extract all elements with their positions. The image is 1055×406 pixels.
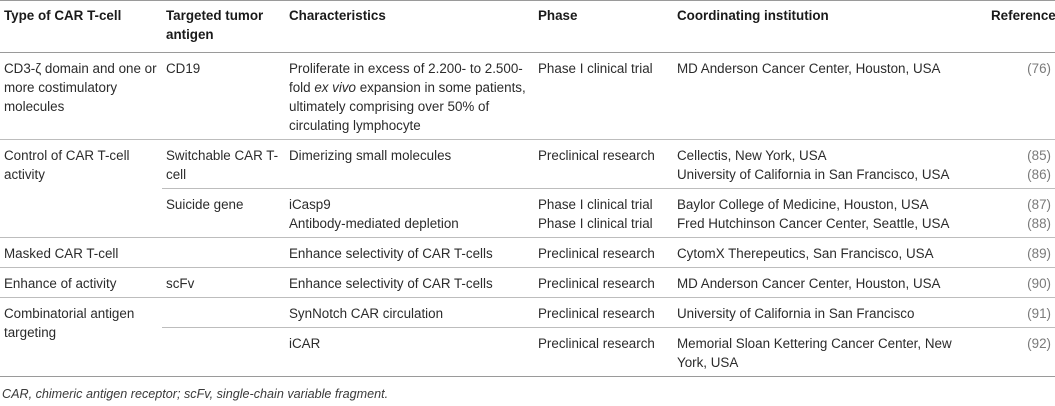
cell-institution: MD Anderson Cancer Center, Houston, USA: [673, 267, 987, 298]
institution-line: Cellectis, New York, USA: [677, 148, 827, 163]
cell-characteristics: Proliferate in excess of 2.200- to 2.500…: [285, 52, 534, 140]
reference-line: (87): [1027, 197, 1051, 212]
cell-antigen: [162, 327, 285, 377]
cell-phase: Phase I clinical trial: [534, 52, 673, 140]
cell-antigen: CD19: [162, 52, 285, 140]
cell-antigen: scFv: [162, 267, 285, 298]
header-institution: Coordinating institution: [673, 0, 987, 53]
cell-phase: Preclinical research: [534, 327, 673, 377]
table-row: Masked CAR T-cell Enhance selectivity of…: [0, 237, 1055, 268]
cell-characteristics: Enhance selectivity of CAR T-cells: [285, 267, 534, 298]
cell-reference: (87) (88): [987, 188, 1055, 238]
header-antigen: Targeted tumor antigen: [162, 0, 285, 53]
cell-phase: Preclinical research: [534, 267, 673, 298]
cell-phase: Preclinical research: [534, 139, 673, 189]
char-text-b: expansion in some patients, ultimately c…: [289, 80, 526, 133]
cell-type: Control of CAR T-cell activity: [0, 139, 162, 238]
cell-reference: (89): [987, 237, 1055, 268]
phase-line: Phase I clinical trial: [538, 197, 653, 212]
header-reference: Reference: [987, 0, 1055, 53]
header-phase: Phase: [534, 0, 673, 53]
table-footnote: CAR, chimeric antigen receptor; scFv, si…: [2, 387, 389, 401]
cell-phase: Phase I clinical trial Phase I clinical …: [534, 188, 673, 238]
cell-phase: Preclinical research: [534, 237, 673, 268]
cell-institution: Baylor College of Medicine, Houston, USA…: [673, 188, 987, 238]
cell-institution: Memorial Sloan Kettering Cancer Center, …: [673, 327, 987, 377]
cell-characteristics: Dimerizing small molecules: [285, 139, 534, 189]
cell-type: Enhance of activity: [0, 267, 162, 298]
cell-institution: Cellectis, New York, USA University of C…: [673, 139, 987, 189]
characteristics-line: iCasp9: [289, 197, 331, 212]
phase-line: Phase I clinical trial: [538, 216, 653, 231]
cell-characteristics: iCAR: [285, 327, 534, 377]
char-text-italic: ex vivo: [314, 80, 356, 95]
cell-antigen: Suicide gene: [162, 188, 285, 238]
cell-reference: (85) (86): [987, 139, 1055, 189]
header-row: Type of CAR T-cell Targeted tumor antige…: [0, 0, 1055, 53]
cell-reference: (92): [987, 327, 1055, 377]
header-characteristics: Characteristics: [285, 0, 534, 53]
cell-characteristics: iCasp9 Antibody-mediated depletion: [285, 188, 534, 238]
reference-line: (86): [1027, 167, 1051, 182]
institution-line: Fred Hutchinson Cancer Center, Seattle, …: [677, 216, 950, 231]
table-row: Enhance of activity scFv Enhance selecti…: [0, 267, 1055, 298]
cell-type: CD3-ζ domain and one or more costimulato…: [0, 52, 162, 140]
cell-antigen: [162, 297, 285, 328]
table-row: iCAR Preclinical research Memorial Sloan…: [0, 327, 1055, 377]
reference-line: (85): [1027, 148, 1051, 163]
cell-characteristics: SynNotch CAR circulation: [285, 297, 534, 328]
cell-characteristics: Enhance selectivity of CAR T-cells: [285, 237, 534, 268]
car-tcell-table: Type of CAR T-cell Targeted tumor antige…: [0, 0, 1055, 377]
cell-reference: (90): [987, 267, 1055, 298]
cell-phase: Preclinical research: [534, 297, 673, 328]
institution-line: University of California in San Francisc…: [677, 167, 950, 182]
cell-antigen: Switchable CAR T-cell: [162, 139, 285, 189]
cell-reference: (91): [987, 297, 1055, 328]
reference-line: (88): [1027, 216, 1051, 231]
institution-line: Baylor College of Medicine, Houston, USA: [677, 197, 929, 212]
table-row: Control of CAR T-cell activity Switchabl…: [0, 139, 1055, 238]
characteristics-line: Antibody-mediated depletion: [289, 216, 459, 231]
table-row: Suicide gene iCasp9 Antibody-mediated de…: [0, 188, 1055, 238]
cell-reference: (76): [987, 52, 1055, 140]
table-row: Combinatorial antigen targeting SynNotch…: [0, 297, 1055, 377]
header-type: Type of CAR T-cell: [0, 0, 162, 53]
cell-institution: CytomX Therepeutics, San Francisco, USA: [673, 237, 987, 268]
cell-institution: University of California in San Francisc…: [673, 297, 987, 328]
cell-type: Combinatorial antigen targeting: [0, 297, 162, 377]
cell-antigen: [162, 237, 285, 268]
cell-type: Masked CAR T-cell: [0, 237, 162, 268]
cell-institution: MD Anderson Cancer Center, Houston, USA: [673, 52, 987, 140]
table-row: CD3-ζ domain and one or more costimulato…: [0, 52, 1055, 140]
char-text-a: Proliferate in excess of 2.200- to 2.500…: [289, 61, 523, 95]
